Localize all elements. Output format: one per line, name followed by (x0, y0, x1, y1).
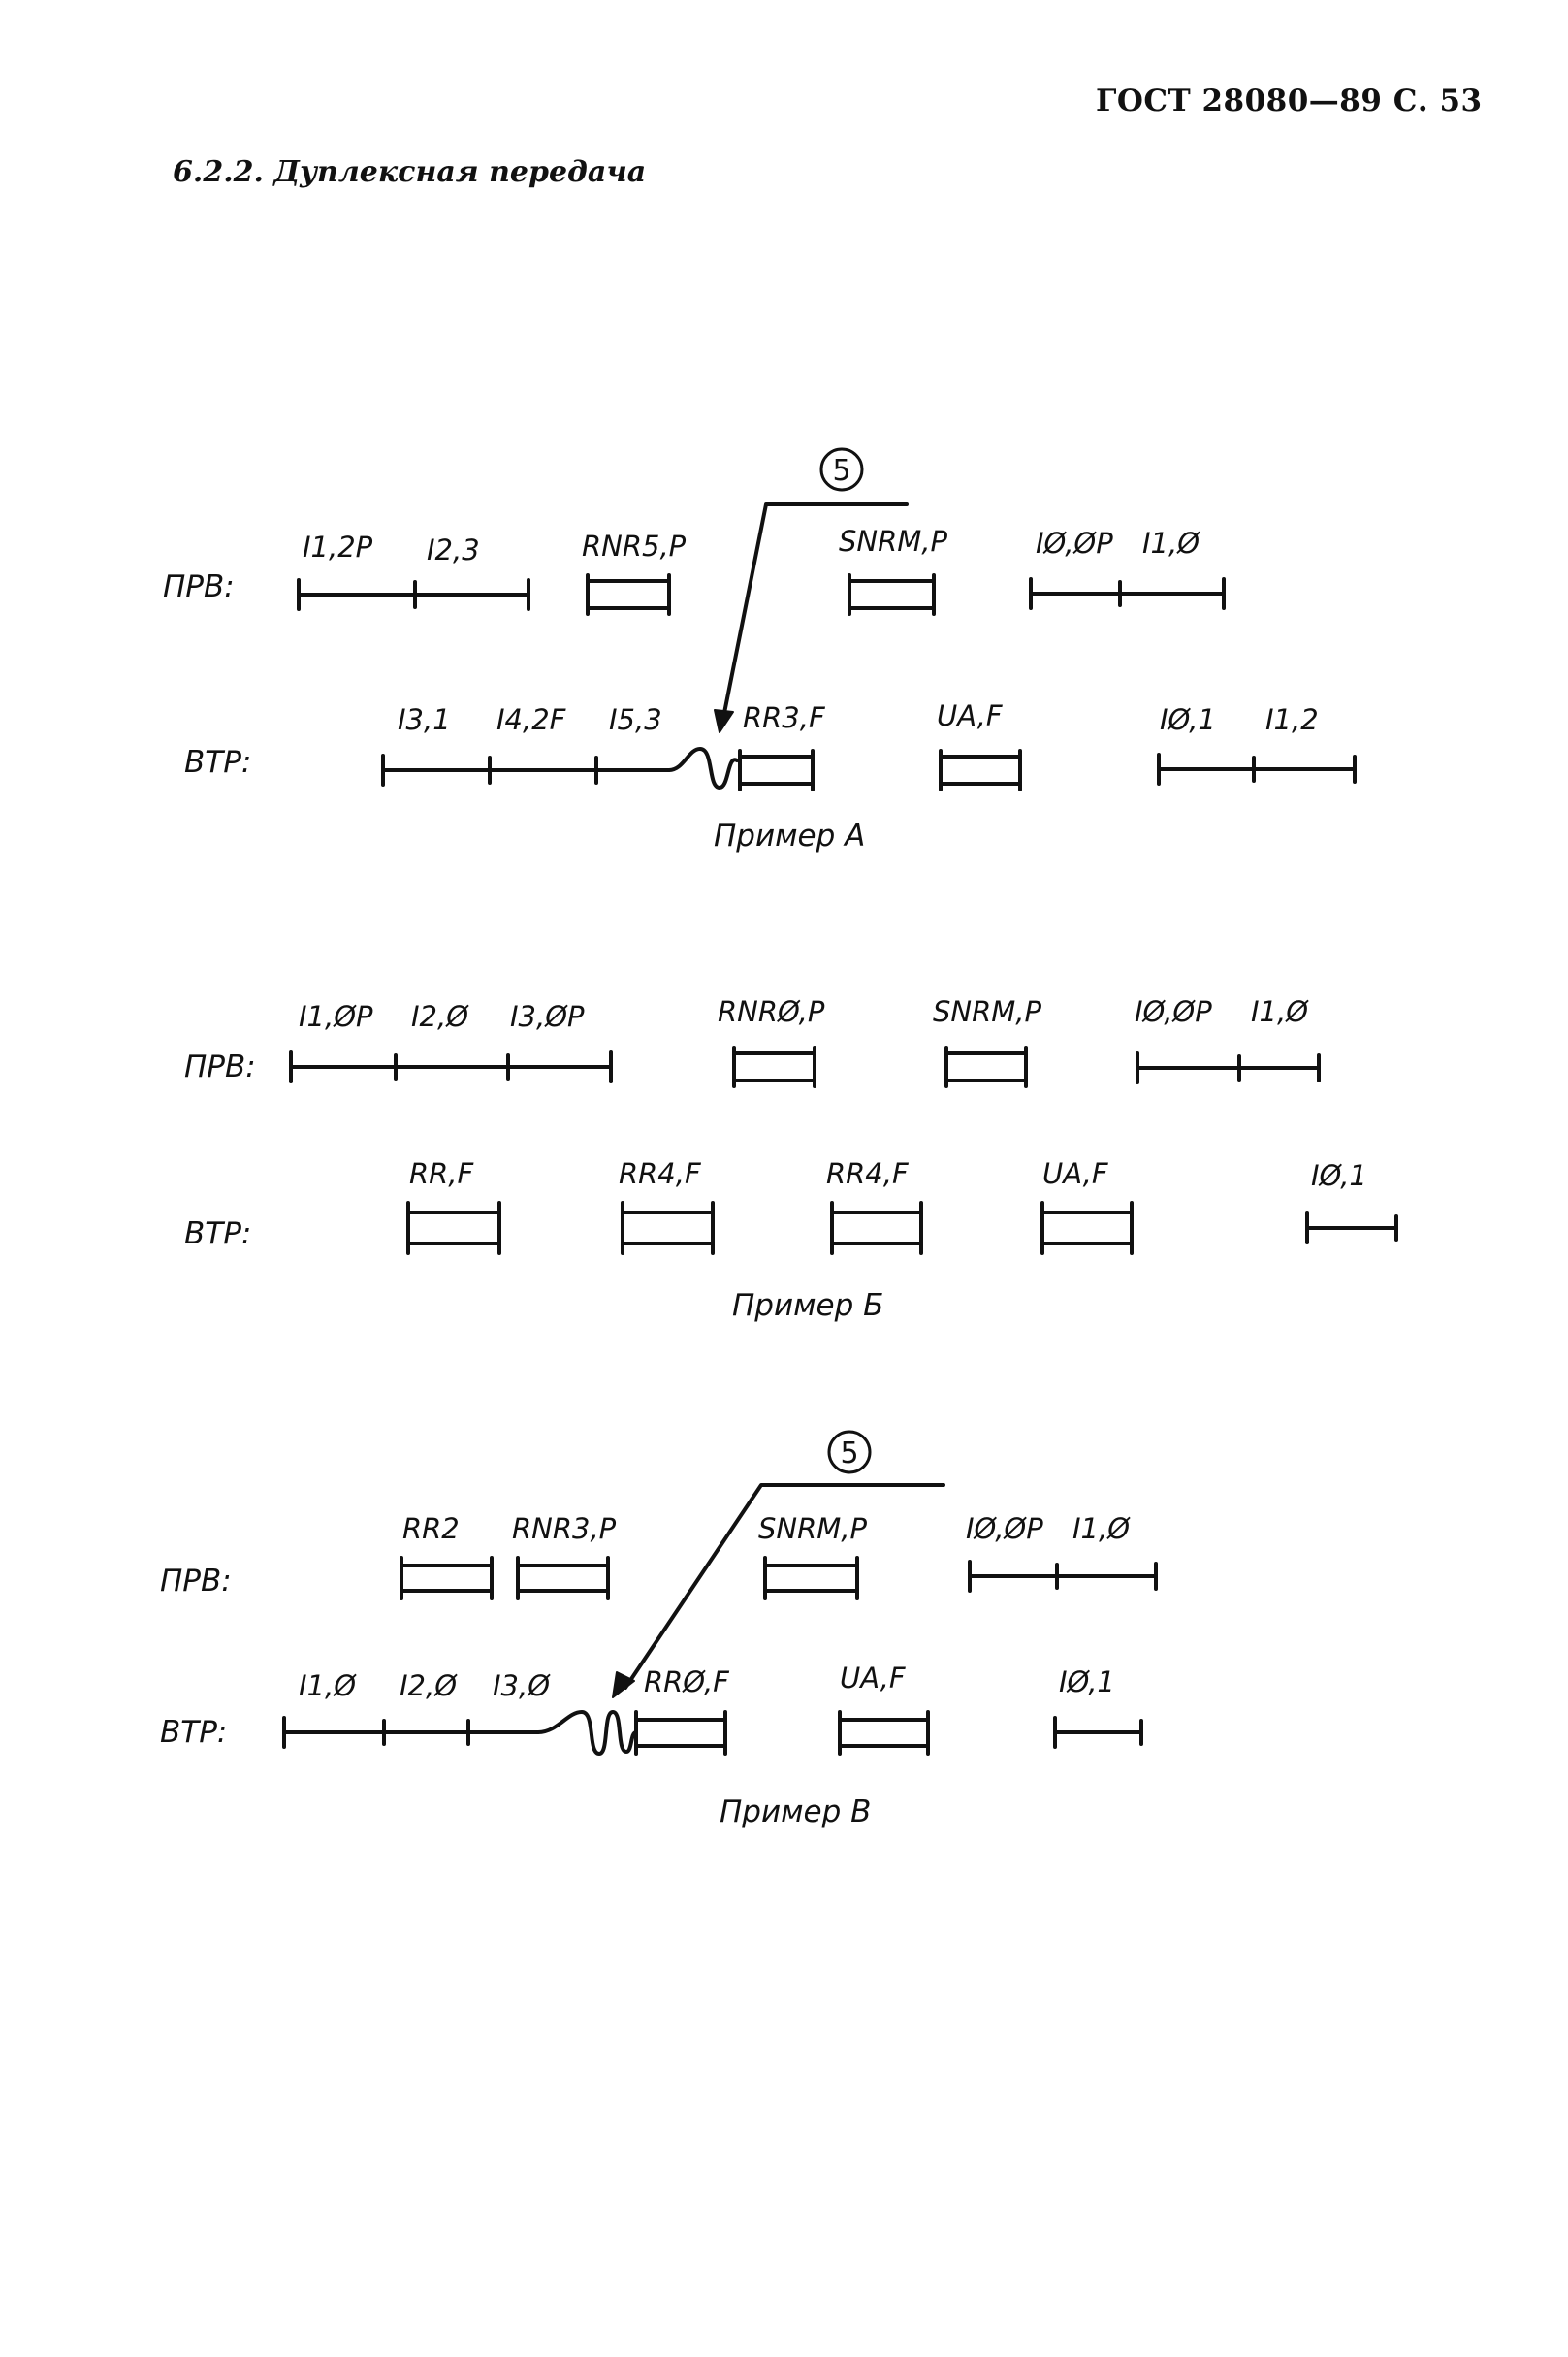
example-v-vtr-label-5: UA,F (840, 1662, 907, 1695)
example-b-vtr-label-5: IØ,1 (1311, 1159, 1367, 1192)
example-b-prv-row-label: ПРВ: (184, 1049, 256, 1084)
example-v-prv-label-5: I1,Ø (1072, 1512, 1131, 1545)
example-v-vtr-frame-rr0 (634, 1710, 727, 1756)
example-a-prv-frame-snrm (848, 573, 936, 616)
example-a-vtr-label-5: UA,F (937, 699, 1004, 732)
example-a-vtr-frame-ua (939, 749, 1022, 791)
example-a-vtr-label-4: RR3,F (743, 701, 826, 734)
example-a-vtr-timeline (381, 747, 739, 790)
example-a-prv-label-6: I1,Ø (1142, 527, 1200, 560)
example-a-prv-label-2: I2,3 (427, 533, 480, 566)
example-v-vtr-timeline (282, 1710, 638, 1756)
example-a-caption: Пример А (714, 819, 865, 854)
example-a-vtr-label-6: IØ,1 (1160, 703, 1216, 736)
example-v-marker-arrow (612, 1430, 945, 1698)
example-a-prv-label-5: IØ,ØP (1036, 527, 1113, 560)
example-b-vtr-label-1: RR,F (409, 1157, 475, 1190)
example-v-prv-frame-rr2 (400, 1556, 494, 1600)
example-a-vtr-label-2: I4,2F (496, 703, 567, 736)
example-a-prv-timeline (297, 578, 530, 611)
example-b-vtr-frame-ua (1040, 1201, 1134, 1255)
example-v-prv-label-4: IØ,ØP (966, 1512, 1043, 1545)
example-b-vtr-label-4: UA,F (1042, 1157, 1109, 1190)
example-b-prv-label-4: RNRØ,P (718, 995, 825, 1028)
example-b-vtr-label-2: RR4,F (619, 1157, 702, 1190)
example-a-vtr-row-label: ВТР: (184, 745, 251, 780)
example-v-marker-label: 5 (840, 1437, 858, 1470)
example-b-prv-frame-rnr0 (732, 1046, 816, 1088)
example-a-vtr-frame-rr3 (738, 749, 815, 791)
example-b-prv-timeline-2 (1136, 1051, 1321, 1084)
example-v-vtr-label-3: I3,Ø (493, 1669, 551, 1702)
example-a-prv-timeline-2 (1029, 577, 1226, 610)
example-a-marker-label: 5 (832, 454, 850, 488)
example-a-marker-arrow (714, 447, 909, 733)
section-title: 6.2.2. Дуплексная передача (173, 155, 647, 189)
example-v-vtr-label-1: I1,Ø (299, 1669, 357, 1702)
example-a-vtr-timeline-2 (1157, 753, 1357, 786)
example-v-vtr-timeline-2 (1053, 1716, 1143, 1749)
example-v-prv-label-1: RR2 (402, 1512, 460, 1545)
example-a-prv-label-4: SNRM,P (839, 525, 947, 558)
example-a-vtr-label-1: I3,1 (398, 703, 451, 736)
example-v-prv-row-label: ПРВ: (160, 1564, 232, 1598)
example-a-prv-label-3: RNR5,P (582, 530, 687, 563)
example-b-prv-frame-snrm (944, 1046, 1028, 1088)
example-a-vtr-label-3: I5,3 (609, 703, 662, 736)
example-b-prv-label-7: I1,Ø (1251, 995, 1309, 1028)
example-a-prv-label-1: I1,2P (303, 531, 373, 564)
example-a-prv-row-label: ПРВ: (163, 569, 235, 604)
example-v-vtr-row-label: ВТР: (160, 1715, 227, 1750)
example-v-caption: Пример В (720, 1794, 871, 1829)
example-b-prv-label-1: I1,ØP (299, 1000, 373, 1033)
example-b-vtr-row-label: ВТР: (184, 1216, 251, 1251)
example-b-prv-label-6: IØ,ØP (1135, 995, 1212, 1028)
example-b (289, 1046, 1398, 1255)
example-a-vtr-label-7: I1,2 (1265, 703, 1319, 736)
example-v-prv-frame-rnr3 (516, 1556, 610, 1600)
example-b-vtr-timeline (1305, 1211, 1398, 1244)
example-b-prv-label-5: SNRM,P (933, 995, 1041, 1028)
example-b-vtr-frame-rr4-b (830, 1201, 923, 1255)
example-b-vtr-frame-rr (406, 1201, 501, 1255)
example-v-vtr-label-4: RRØ,F (644, 1665, 730, 1698)
example-v (282, 1430, 1158, 1756)
example-v-prv-label-2: RNR3,P (512, 1512, 617, 1545)
example-v-prv-frame-snrm (763, 1556, 859, 1600)
example-v-vtr-frame-ua (838, 1710, 930, 1756)
example-a (297, 447, 1357, 791)
example-b-vtr-frame-rr4-a (621, 1201, 715, 1255)
page-header: ГОСТ 28080—89 С. 53 (1096, 83, 1483, 118)
example-v-vtr-label-2: I2,Ø (400, 1669, 458, 1702)
example-b-caption: Пример Б (732, 1288, 883, 1323)
example-a-prv-frame-rnr5 (586, 573, 671, 616)
example-v-vtr-label-6: IØ,1 (1059, 1665, 1115, 1698)
example-b-prv-label-3: I3,ØP (510, 1000, 585, 1033)
example-v-prv-label-3: SNRM,P (758, 1512, 867, 1545)
example-v-prv-timeline (968, 1560, 1158, 1593)
example-b-prv-timeline (289, 1050, 613, 1083)
example-b-vtr-label-3: RR4,F (826, 1157, 910, 1190)
example-b-prv-label-2: I2,Ø (411, 1000, 469, 1033)
